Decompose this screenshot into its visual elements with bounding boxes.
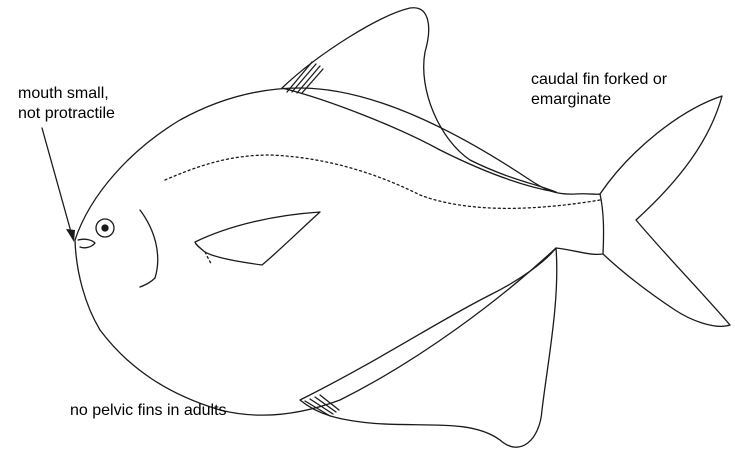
- mouth-annotation-line1: mouth small,: [18, 84, 115, 104]
- pectoral-fin: [195, 212, 320, 265]
- arrow-head-icon: [66, 229, 75, 242]
- pelvic-fin-annotation: no pelvic fins in adults: [70, 401, 227, 421]
- gill-cover: [140, 210, 158, 287]
- dorsal-fin: [282, 8, 556, 192]
- caudal-annotation-line2: emarginate: [531, 90, 667, 110]
- mouth: [78, 239, 95, 248]
- mouth-annotation-line2: not protractile: [18, 104, 115, 124]
- caudal-fin: [600, 96, 730, 326]
- caudal-annotation-line1: caudal fin forked or: [531, 70, 667, 90]
- mouth-arrow: [42, 128, 71, 232]
- caudal-fin-annotation: caudal fin forked or emarginate: [531, 70, 667, 110]
- mouth-annotation: mouth small, not protractile: [18, 84, 115, 124]
- pelvic-annotation-text: no pelvic fins in adults: [70, 401, 227, 421]
- lateral-line: [165, 155, 600, 208]
- fish-body: [75, 88, 604, 415]
